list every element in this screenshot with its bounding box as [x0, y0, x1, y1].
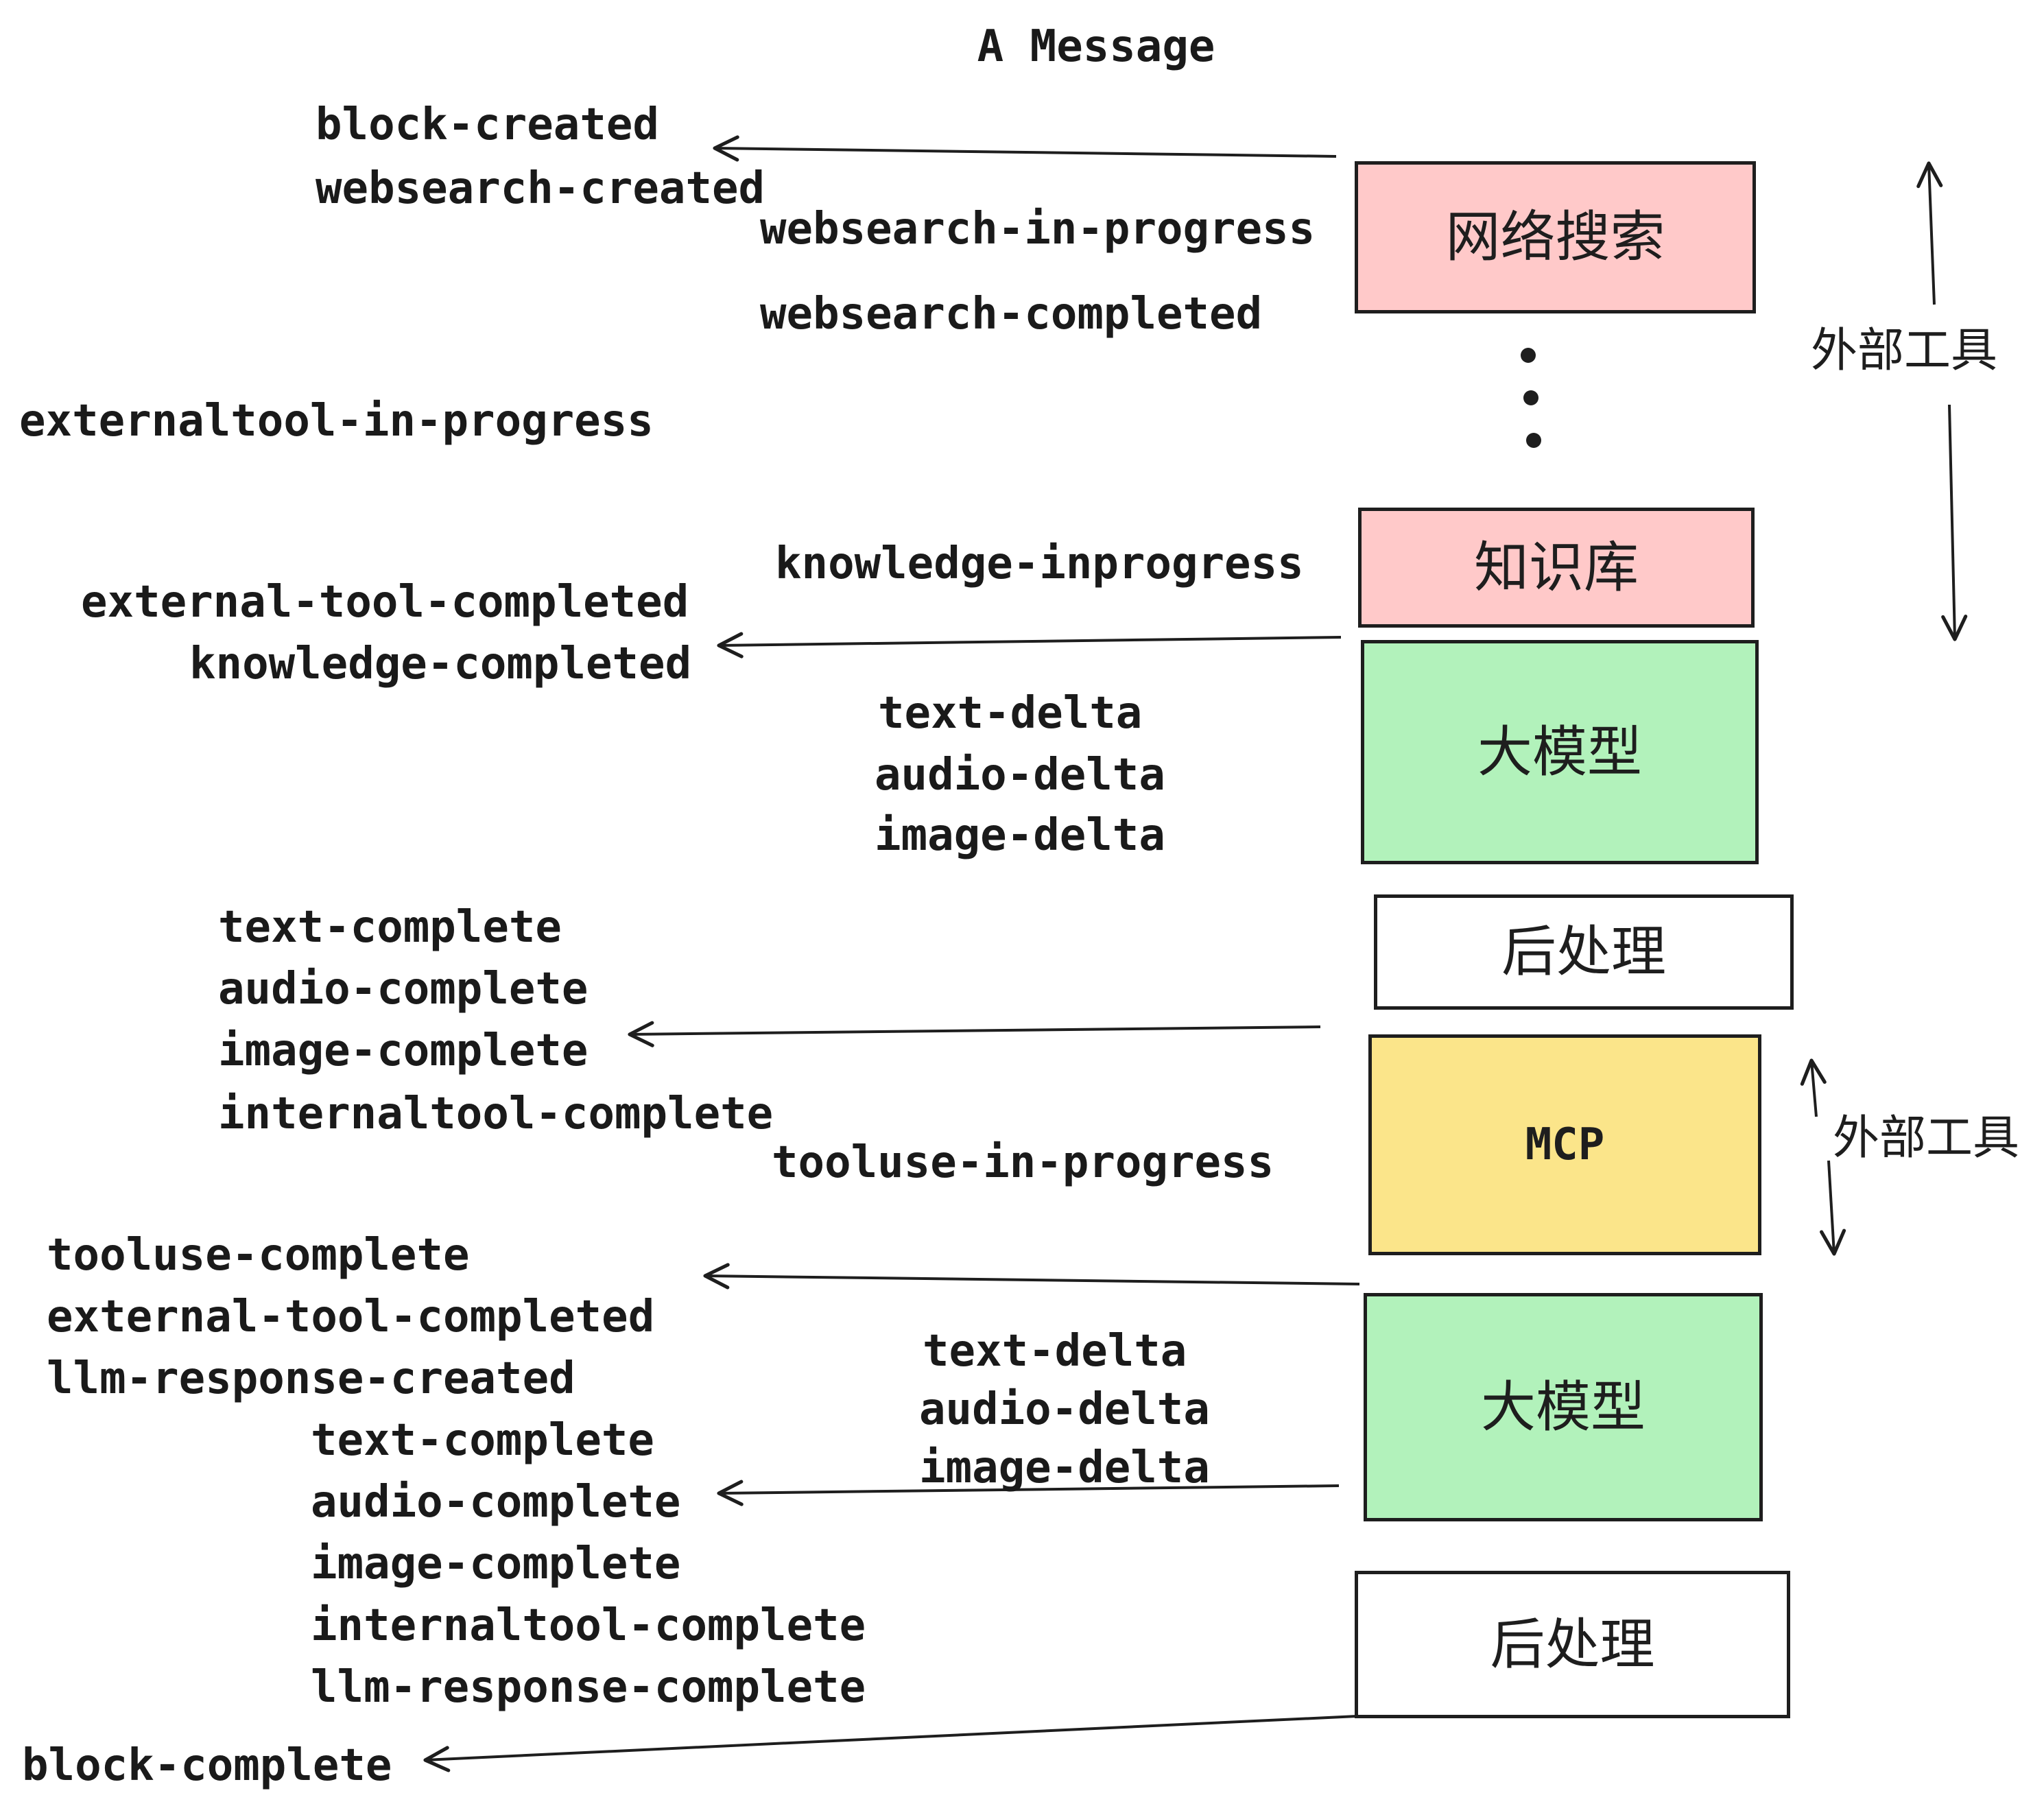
box-websearch: 网络搜索 — [1355, 161, 1756, 313]
event-label-external-tool-completed: external-tool-completed — [81, 577, 689, 628]
external-tools-label-top: 外部工具 — [1811, 324, 1998, 378]
box-postprocess-2-label: 后处理 — [1490, 1612, 1655, 1676]
box-postprocess-2: 后处理 — [1355, 1571, 1790, 1718]
event-label-text-complete-2: text-complete — [311, 1415, 654, 1466]
external-tools-label-mcp: 外部工具 — [1833, 1111, 2020, 1165]
box-knowledge-label: 知识库 — [1474, 535, 1639, 600]
event-label-websearch-created: websearch-created — [316, 163, 765, 214]
box-llm-1: 大模型 — [1361, 640, 1759, 864]
event-label-externaltool-in-progress: externaltool-in-progress — [19, 396, 654, 447]
box-postprocess-1-label: 后处理 — [1501, 920, 1666, 984]
event-label-image-complete-2: image-complete — [311, 1539, 681, 1589]
mcp-external-tools-up-arrow — [1800, 1058, 1827, 1117]
event-label-internaltool-complete-2: internaltool-complete — [311, 1600, 866, 1651]
event-label-knowledge-inprogress: knowledge-inprogress — [775, 538, 1304, 589]
event-label-audio-delta-2: audio-delta — [919, 1384, 1210, 1435]
box-postprocess-1: 后处理 — [1374, 894, 1794, 1010]
event-label-block-complete: block-complete — [22, 1740, 392, 1791]
event-label-external-tool-completed-2: external-tool-completed — [47, 1292, 655, 1342]
arrow-to-tooluse-complete — [703, 1263, 1360, 1290]
event-label-audio-complete: audio-complete — [218, 964, 589, 1014]
external-tools-up-arrow — [1916, 161, 1943, 305]
box-mcp: MCP — [1368, 1034, 1761, 1255]
event-label-internaltool-complete: internaltool-complete — [218, 1089, 774, 1139]
arrow-to-knowledge-completed — [717, 632, 1342, 658]
box-llm-1-label: 大模型 — [1477, 720, 1642, 784]
external-tools-down-arrow — [1941, 404, 1968, 641]
box-llm-2: 大模型 — [1364, 1293, 1763, 1521]
arrow-to-audio-complete — [717, 1480, 1340, 1506]
event-label-llm-response-created: llm-response-created — [47, 1353, 575, 1404]
event-label-image-delta-2: image-delta — [919, 1443, 1210, 1493]
event-label-tooluse-complete: tooluse-complete — [47, 1230, 470, 1281]
event-label-text-delta: text-delta — [878, 688, 1143, 739]
box-knowledge: 知识库 — [1358, 508, 1755, 628]
event-label-knowledge-completed: knowledge-completed — [189, 639, 692, 689]
arrow-to-image-complete — [628, 1021, 1321, 1047]
mcp-external-tools-down-arrow — [1820, 1160, 1846, 1256]
event-label-audio-delta: audio-delta — [875, 750, 1165, 800]
event-label-websearch-completed: websearch-completed — [760, 289, 1263, 340]
event-label-text-complete: text-complete — [218, 902, 562, 953]
event-label-tooluse-in-progress: tooluse-in-progress — [772, 1137, 1274, 1188]
event-label-llm-response-complete: llm-response-complete — [311, 1662, 866, 1713]
page-title: A Message — [977, 21, 1215, 72]
box-llm-2-label: 大模型 — [1481, 1375, 1645, 1439]
box-mcp-label: MCP — [1525, 1119, 1605, 1170]
arrow-to-block-created — [713, 135, 1337, 162]
event-label-websearch-in-progress: websearch-in-progress — [760, 204, 1316, 254]
event-label-text-delta-2: text-delta — [923, 1326, 1187, 1377]
box-websearch-label: 网络搜索 — [1445, 205, 1665, 269]
event-label-image-delta: image-delta — [875, 810, 1165, 861]
arrow-to-block-complete — [423, 1715, 1357, 1772]
event-label-audio-complete-2: audio-complete — [311, 1477, 681, 1528]
event-label-image-complete: image-complete — [218, 1025, 589, 1076]
ellipsis-dots-icon — [1521, 348, 1541, 448]
event-label-block-created: block-created — [316, 99, 659, 150]
